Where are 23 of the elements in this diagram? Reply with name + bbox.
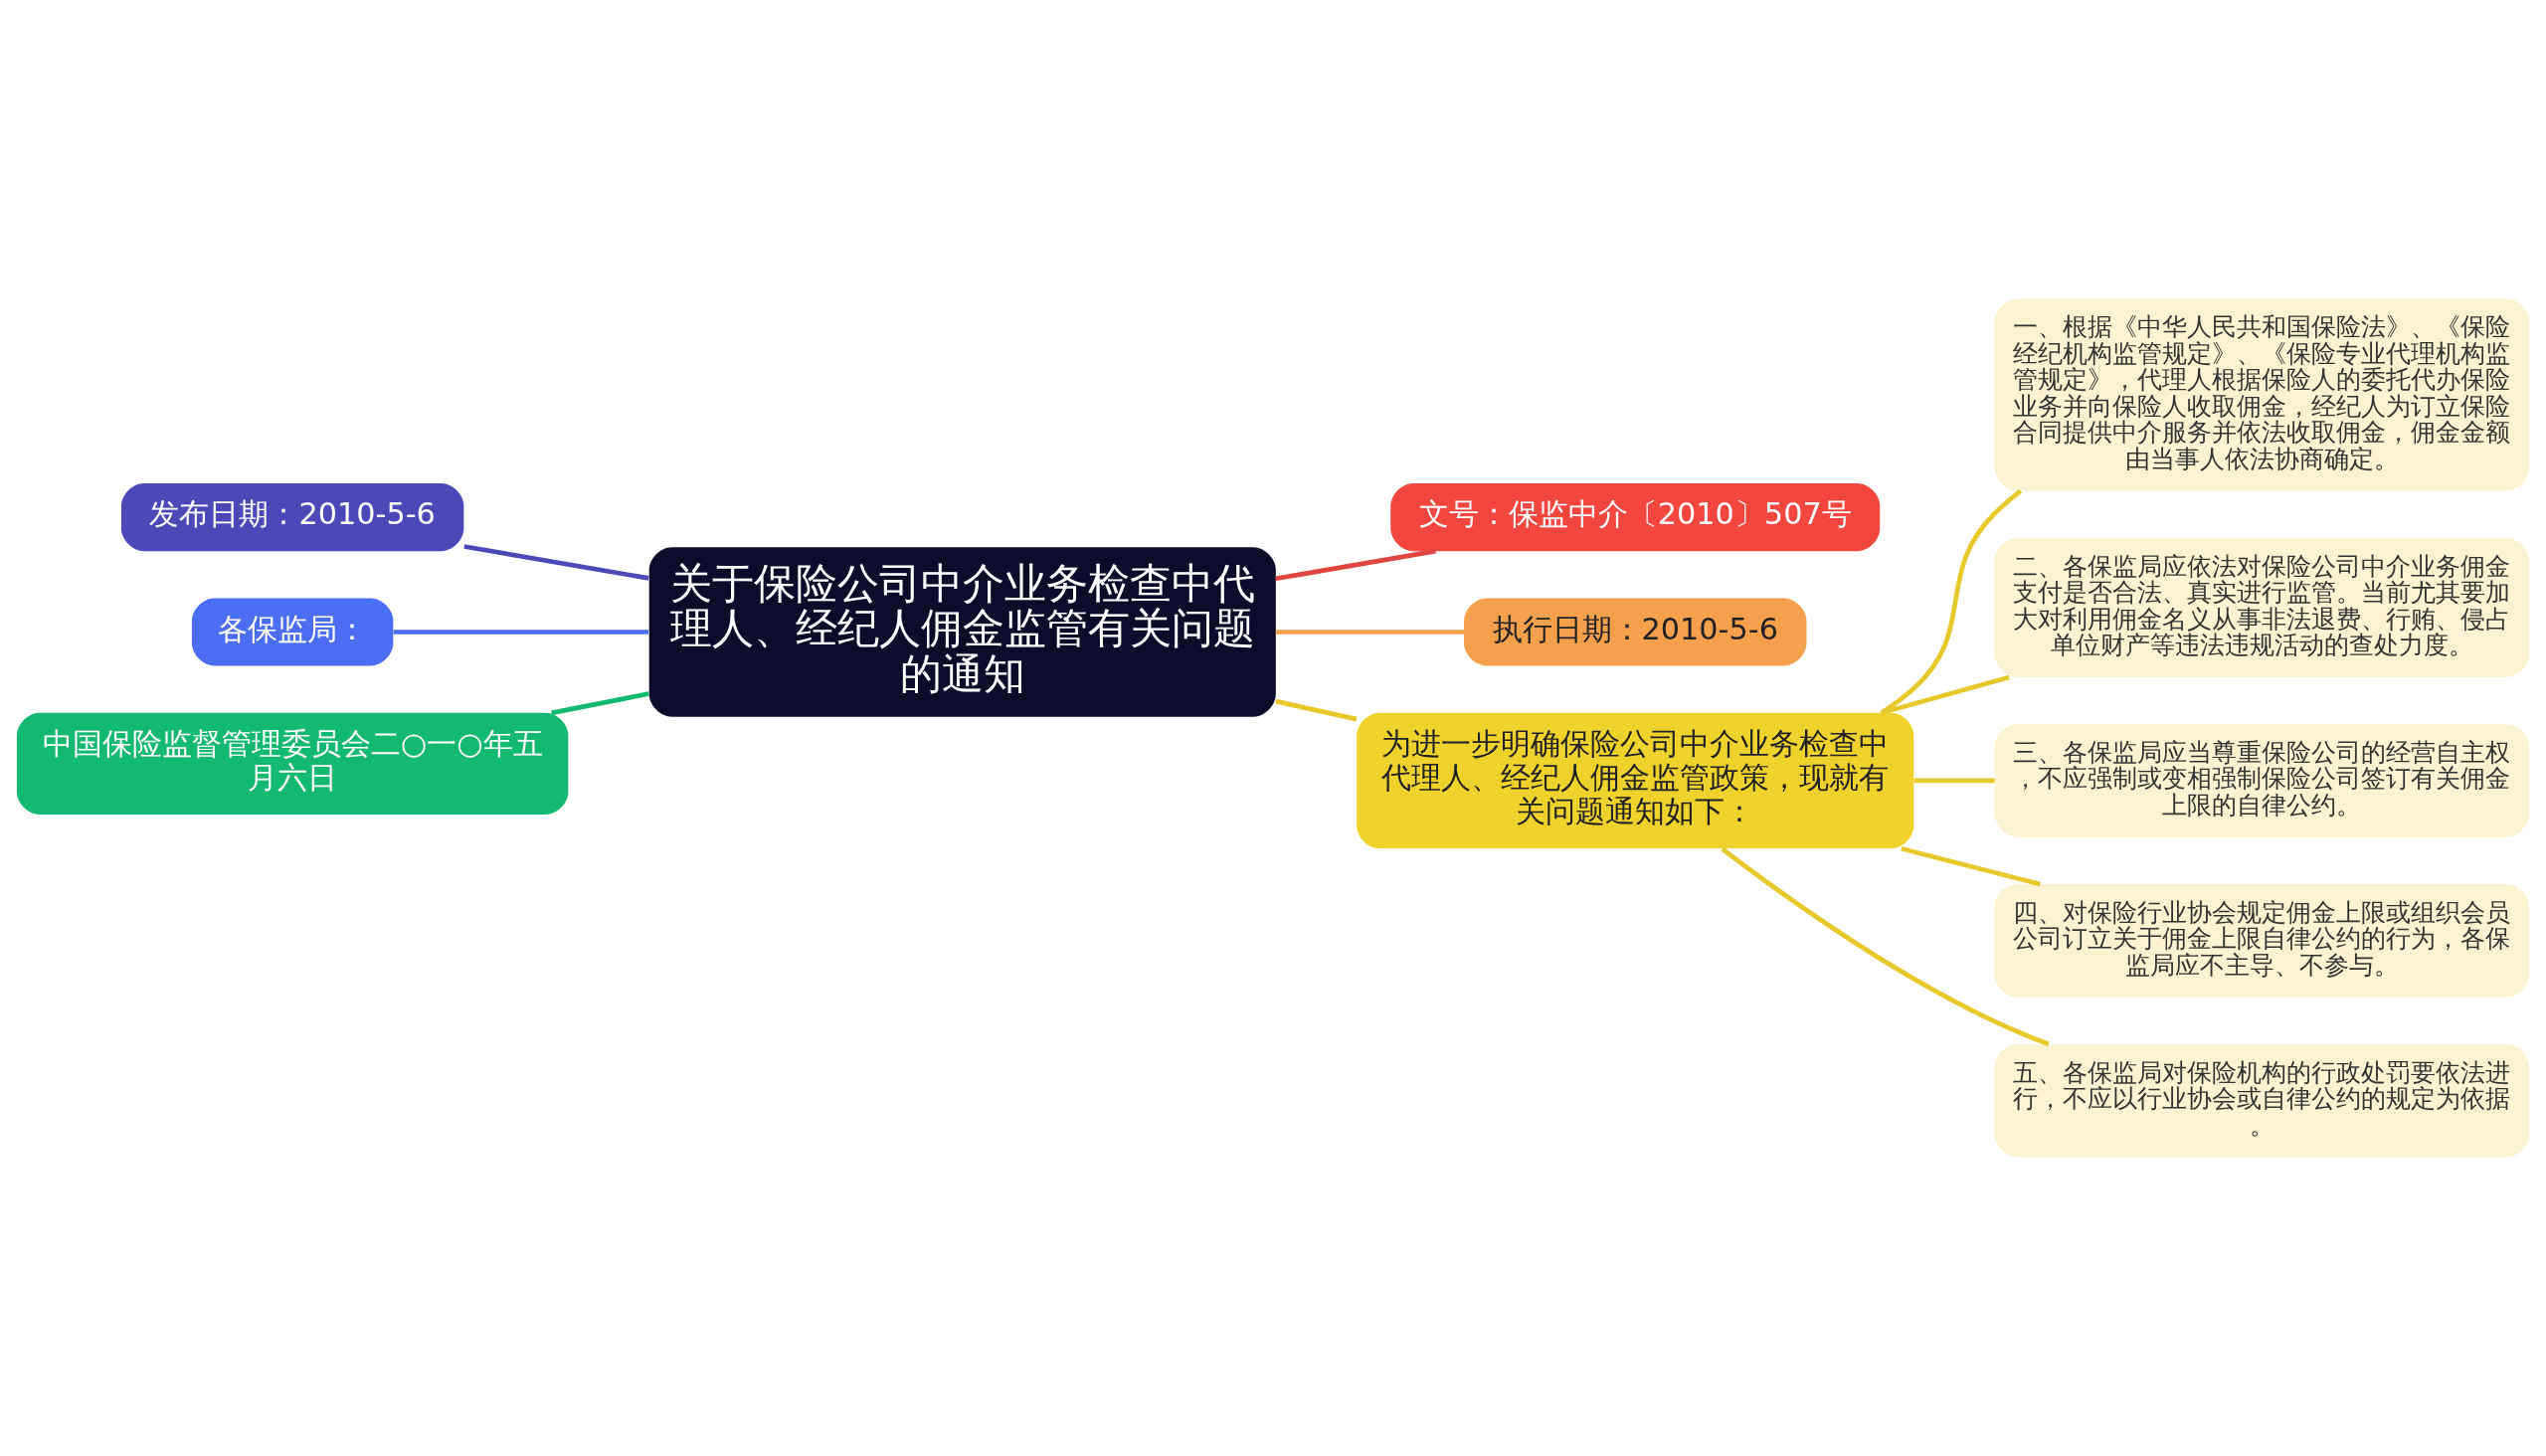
node-box: 五、各保监局对保险机构的行政处罚要依法进行，不应以行业协会或自律公约的规定为依据。 — [1994, 1043, 2530, 1158]
node-box: 为进一步明确保险公司中介业务检查中代理人、经纪人佣金监管政策，现就有关问题通知如下： — [1357, 712, 1914, 849]
node-box: 三、各保监局应当尊重保险公司的经营自主权，不应强制或变相强制保险公司签订有关佣金上限的自律公约。 — [1994, 724, 2530, 837]
connector — [393, 630, 649, 635]
connector — [1881, 674, 2010, 715]
connector — [1880, 488, 2023, 715]
node-box: 发布日期：2010-5-6 — [120, 483, 464, 552]
connector — [551, 691, 649, 716]
connector — [1913, 778, 1995, 784]
connector — [1275, 548, 1436, 582]
node-box: 中国保险监督管理委员会二○一○年五月六日 — [16, 712, 569, 816]
node-box: 一、根据《中华人民共和国保险法》、《保险经纪机构监管规定》、《保险专业代理机构监管规定》，代理人根据保险人的委托代办保险业务并向保险人收取佣金，经纪人为订立保险合同提供中介服务并依法收取佣金，佣金金额由当事人依法协商确定。 — [1994, 298, 2530, 491]
connector — [1721, 846, 2050, 1046]
node-box: 文号：保监中介〔2010〕507号 — [1390, 483, 1881, 552]
node-box: 关于保险公司中介业务检查中代理人、经纪人佣金监管有关问题的通知 — [648, 547, 1276, 717]
node-box: 四、对保险行业协会规定佣金上限或组织会员公司订立关于佣金上限自律公约的行为，各保监局应不主导、不参与。 — [1994, 884, 2530, 998]
connector — [1275, 698, 1358, 722]
node-box: 二、各保监局应依法对保险公司中介业务佣金支付是否合法、真实进行监管。当前尤其要加大对利用佣金名义从事非法退费、行贿、侵占单位财产等违法违规活动的查处力度。 — [1994, 537, 2530, 677]
connector — [1901, 845, 2041, 887]
connector — [463, 544, 649, 581]
node-box: 执行日期：2010-5-6 — [1464, 598, 1807, 666]
node-box: 各保监局： — [191, 598, 394, 666]
connector — [1275, 630, 1464, 635]
